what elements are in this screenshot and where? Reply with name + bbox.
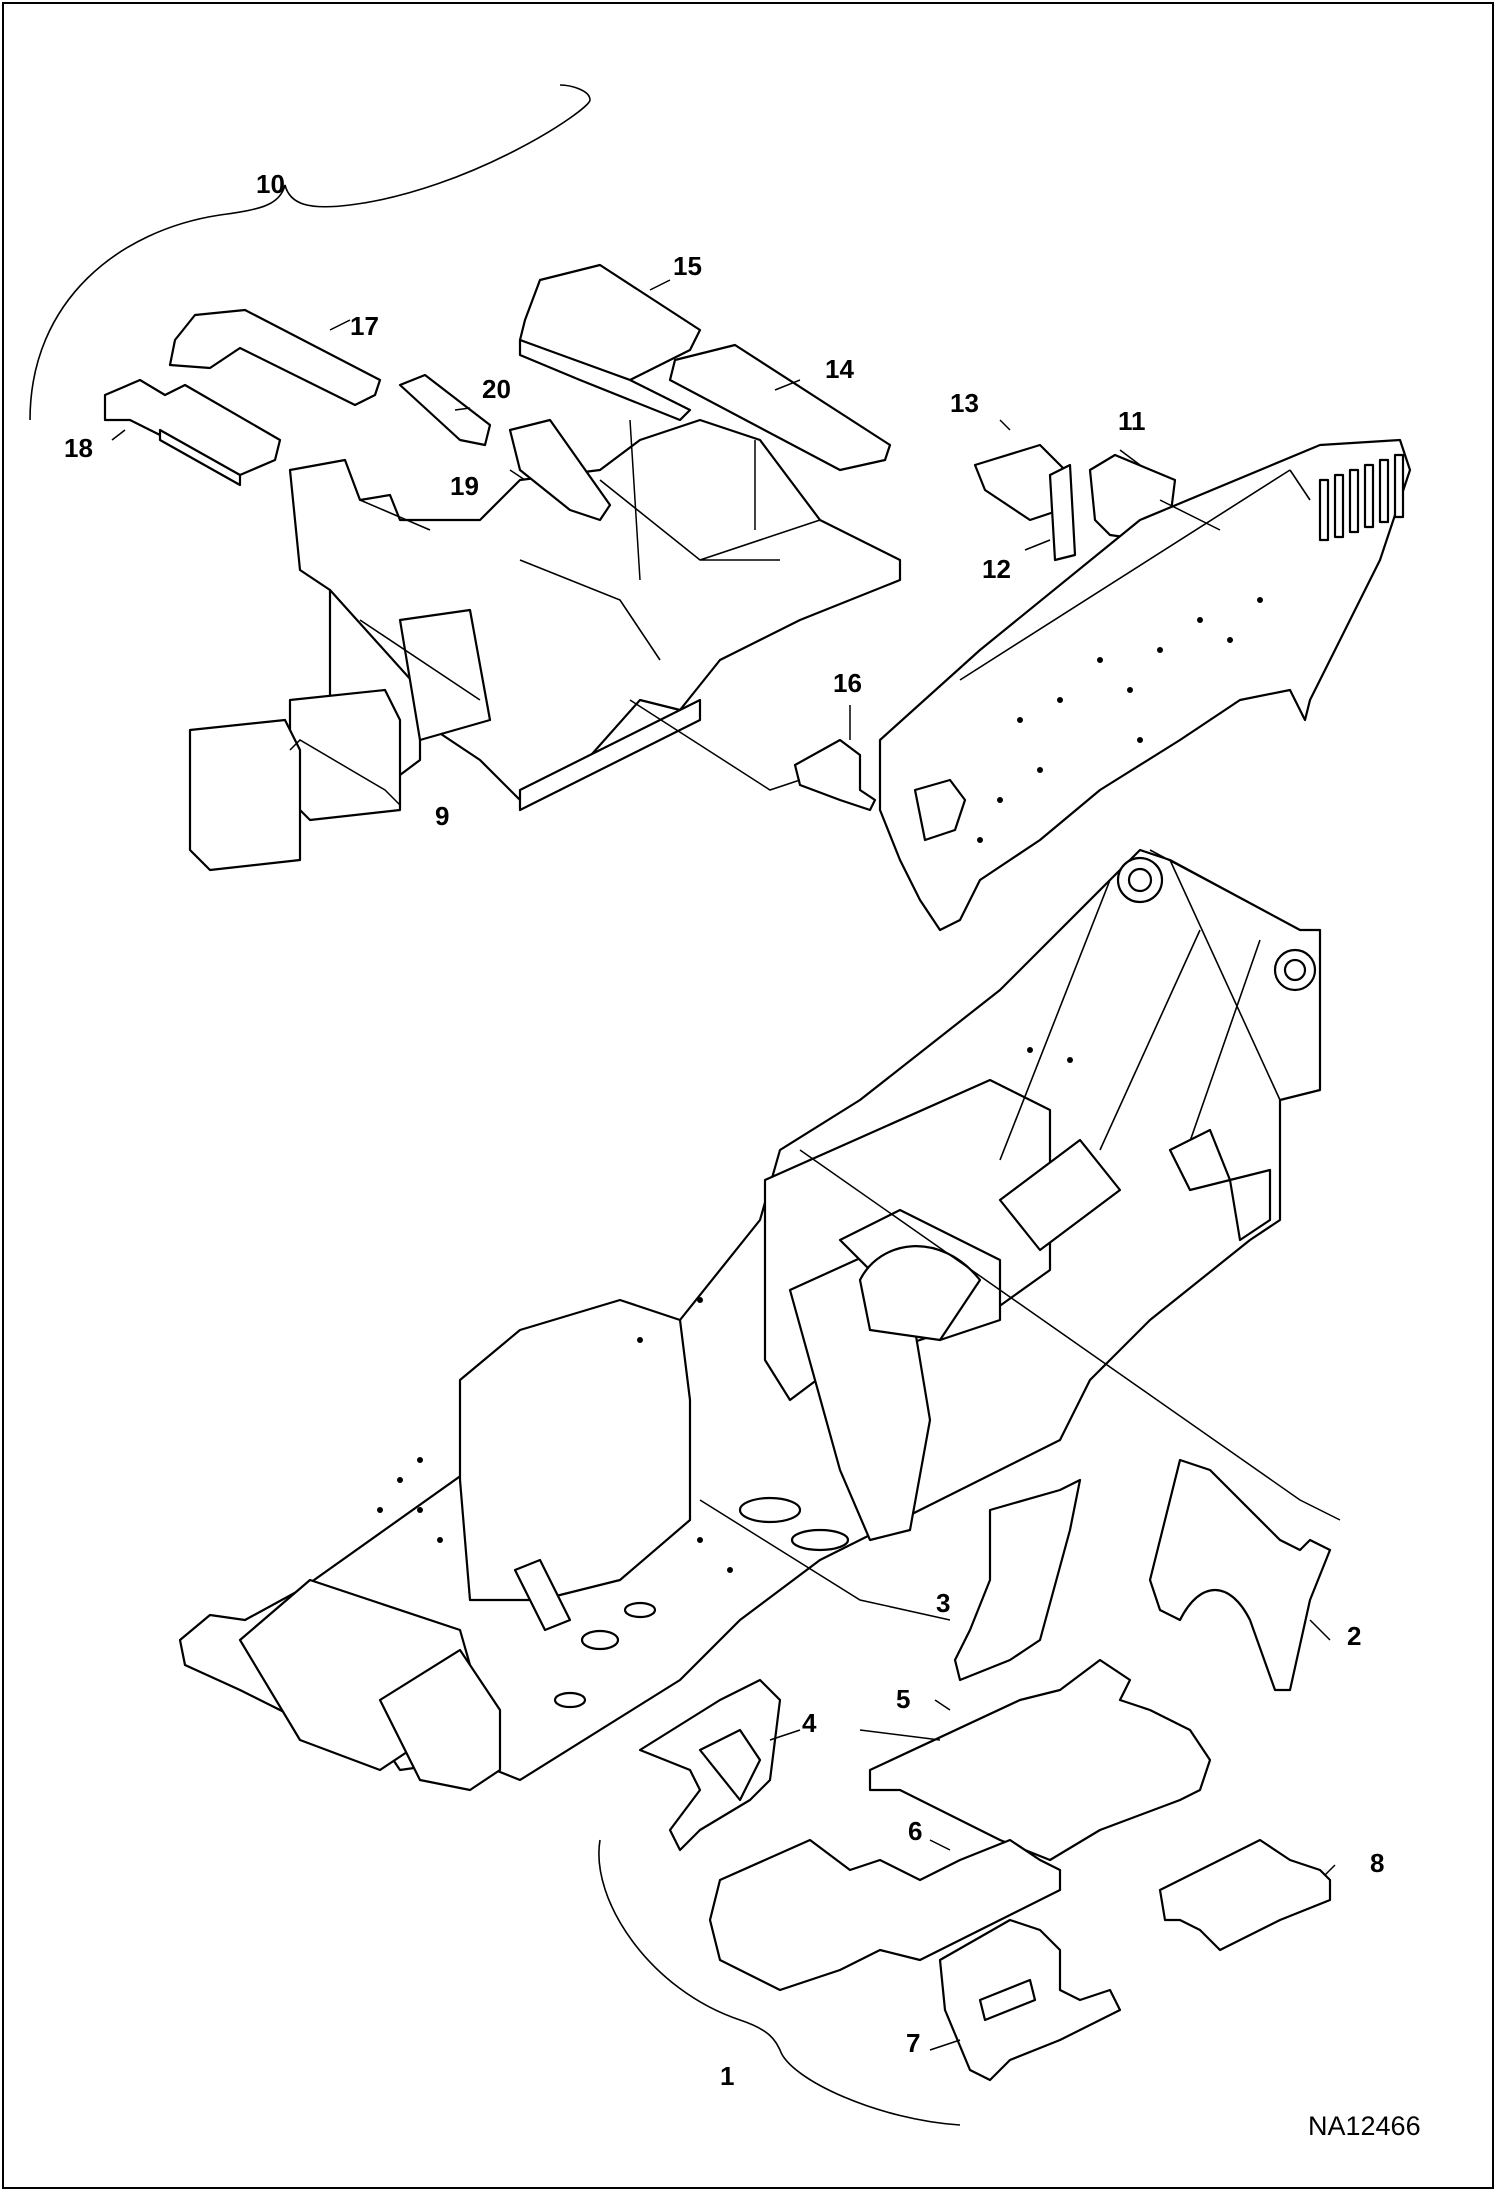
callout-15: 15 xyxy=(673,251,702,281)
part-17-pad xyxy=(168,308,382,407)
callout-18: 18 xyxy=(64,433,93,463)
callout-19: 19 xyxy=(450,471,479,501)
part-19-pad xyxy=(508,418,612,522)
part-13-pad xyxy=(973,443,1067,522)
callout-10: 10 xyxy=(256,169,285,199)
part-16-bracket xyxy=(793,738,877,812)
part-12-pad xyxy=(1048,463,1077,562)
part-8-bracket xyxy=(1158,1838,1332,1952)
part-2-shield xyxy=(1148,1458,1332,1692)
callout-5: 5 xyxy=(896,1684,910,1714)
callout-8: 8 xyxy=(1370,1848,1384,1878)
callout-9: 9 xyxy=(435,801,449,831)
part-7-bracket xyxy=(938,1918,1122,2082)
main-frame-weldment xyxy=(178,848,1322,1792)
part-4-bracket xyxy=(638,1678,782,1852)
callout-17: 17 xyxy=(350,311,379,341)
part-20-pad xyxy=(398,373,492,447)
callout-7: 7 xyxy=(906,2028,920,2058)
callout-16: 16 xyxy=(833,668,862,698)
part-5-plate xyxy=(868,1658,1212,1862)
callout-20: 20 xyxy=(482,374,511,404)
callout-1: 1 xyxy=(720,2061,734,2091)
figure-id-code: NA12466 xyxy=(1308,2111,1421,2141)
callout-11: 11 xyxy=(1118,406,1146,436)
leader-lines xyxy=(111,279,1341,2051)
brace-group-1 xyxy=(598,1839,961,2126)
brace-group-10 xyxy=(29,84,591,421)
callout-14: 14 xyxy=(825,354,854,384)
part-3-shield xyxy=(953,1478,1082,1682)
part-14-pad xyxy=(668,343,892,472)
callout-2: 2 xyxy=(1347,1621,1361,1651)
callout-6: 6 xyxy=(908,1816,922,1846)
part-15-pad xyxy=(518,263,702,422)
part-9-cover-plates xyxy=(188,688,402,872)
callout-13: 13 xyxy=(950,388,979,418)
part-18-block xyxy=(103,378,282,487)
callout-3: 3 xyxy=(936,1588,950,1618)
callout-4: 4 xyxy=(802,1708,817,1738)
part-6-plate xyxy=(708,1838,1062,1992)
callout-12: 12 xyxy=(982,554,1011,584)
side-panel xyxy=(878,438,1412,932)
